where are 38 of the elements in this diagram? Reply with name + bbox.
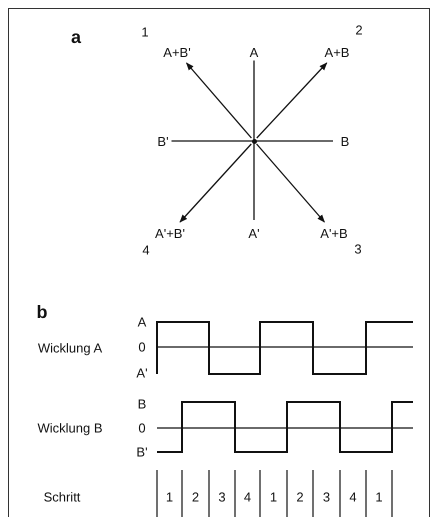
callout-number: 4 [142,244,150,256]
callout-number: 3 [354,242,362,256]
vector-label: A' [246,225,262,241]
level-label: A [138,316,146,328]
axis-line [172,140,333,142]
step-number: 1 [166,490,174,504]
row-label: Schritt [44,490,80,504]
level-label: B [138,398,146,410]
vector-label: A+B' [157,44,197,60]
axis-line [253,60,255,220]
vector-label: A [247,44,261,60]
step-number: 4 [244,490,252,504]
vector-label: A+B [320,44,354,60]
arrow [180,144,252,223]
step-number: 4 [349,490,357,504]
callout-number: 2 [355,24,363,36]
step-number: 2 [296,490,304,504]
vector-label: B' [155,133,171,149]
panel-letter: b [36,303,48,321]
level-label: 0 [138,422,146,434]
panel-letter: a [71,28,81,46]
step-number: 2 [192,490,200,504]
arrow [256,144,325,223]
arrow [186,62,252,138]
level-label: A' [136,366,148,380]
level-label: 0 [138,340,146,354]
vector-label: A'+B' [150,225,190,241]
row-label: Wicklung A [38,342,102,354]
step-number: 1 [270,490,278,504]
callout-number: 1 [141,26,149,38]
arrow [256,62,328,138]
vector-label: A'+B [316,225,352,241]
step-number: 3 [218,490,226,504]
step-number: 1 [375,490,383,504]
row-label: Wicklung B [37,422,103,434]
vector-label: B [338,133,352,149]
level-label: B' [136,446,148,458]
step-number: 3 [322,490,330,504]
